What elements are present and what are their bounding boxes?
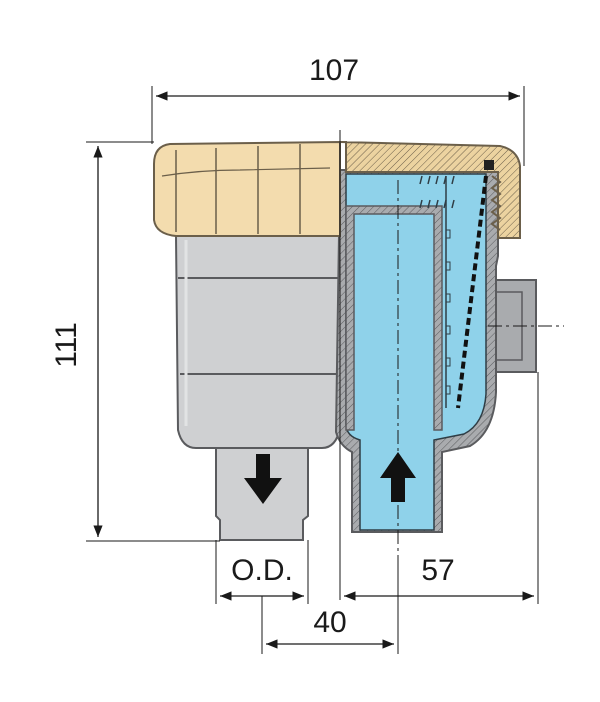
dimension-center-distance-label: 40 <box>313 606 346 639</box>
dimension-center-distance: 40 <box>261 560 399 654</box>
bowl-section <box>334 169 564 560</box>
dimension-od: O.D. <box>215 540 309 604</box>
inlet-flow-arrow <box>244 454 282 504</box>
cap-threads <box>490 175 502 231</box>
dimension-width-label: 107 <box>309 54 359 87</box>
cap-grip <box>175 144 301 234</box>
cap <box>153 130 521 600</box>
outlet-flow-arrow <box>380 452 416 502</box>
dimension-outlet-offset: 57 <box>344 372 539 604</box>
dimension-od-label: O.D. <box>231 554 293 587</box>
strainer-screen <box>419 175 488 409</box>
dimension-height: 111 <box>50 141 220 542</box>
dimension-height-label: 111 <box>50 322 83 368</box>
dimension-outlet-offset-label: 57 <box>421 554 454 587</box>
standpipe <box>345 205 443 431</box>
bowl-shell <box>174 235 341 449</box>
dimension-width: 107 <box>151 54 525 166</box>
cap-section <box>339 141 521 239</box>
cap-exterior <box>153 140 341 237</box>
cap-seal <box>484 160 494 170</box>
